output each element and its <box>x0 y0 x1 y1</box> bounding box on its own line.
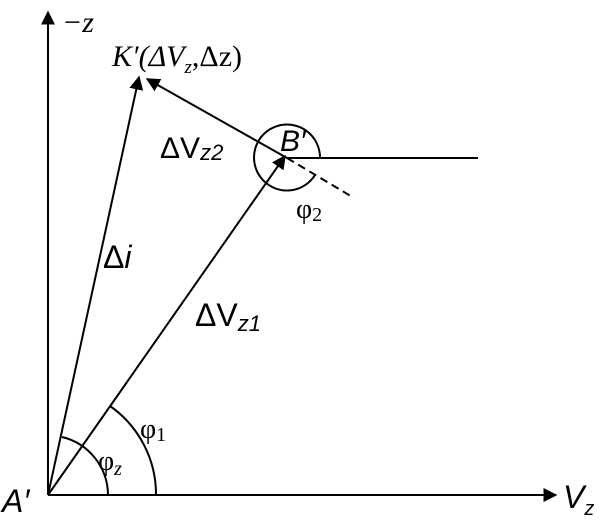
phi-z-label: φz <box>98 446 122 480</box>
delta-vz1-label: ΔVz1 <box>195 297 261 336</box>
phi-2-angle-arc <box>253 123 322 192</box>
delta-vz2-vector <box>145 78 288 159</box>
point-b-label: B′ <box>280 125 307 158</box>
delta-i-label: Δi <box>103 239 132 275</box>
phi-1-angle-arc <box>109 405 158 496</box>
delta-vz1-vector <box>47 154 286 496</box>
neg-z-axis-label: −z <box>62 6 94 39</box>
point-k-label: K′(ΔVz,Δz) <box>111 40 242 78</box>
phi-2-label: φ2 <box>296 194 322 226</box>
delta-i-vector <box>47 75 144 496</box>
phi-1-label: φ1 <box>140 414 166 446</box>
vz-axis-label: Vz <box>563 479 594 520</box>
delta-vz2-label: ΔVz2 <box>160 132 223 165</box>
phi-z-angle-arc <box>61 436 109 496</box>
origin-label: A′ <box>0 483 30 519</box>
dashed-extension-line <box>286 157 355 199</box>
